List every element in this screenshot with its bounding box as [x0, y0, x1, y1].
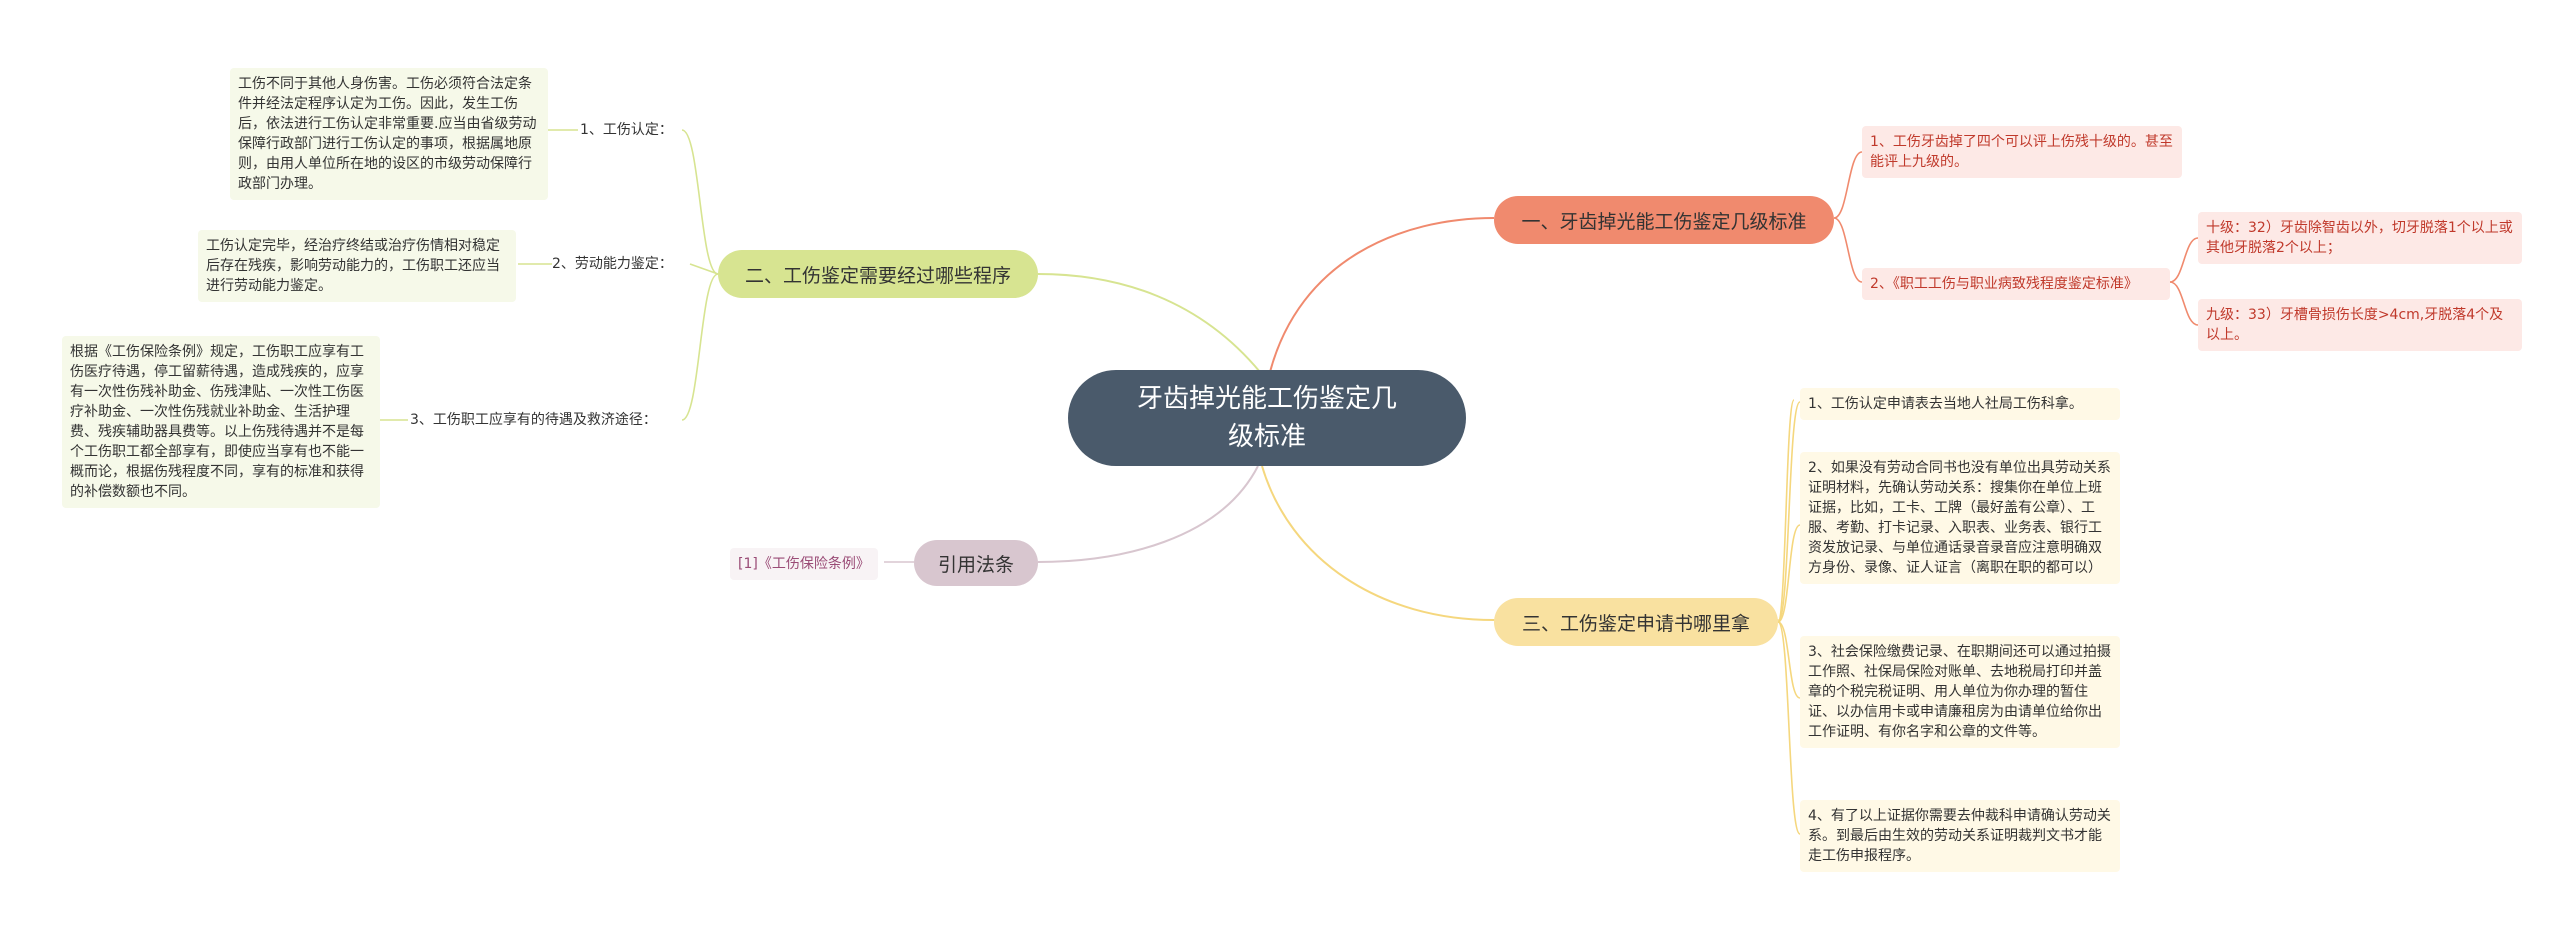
connector-center-branch4	[1037, 465, 1259, 563]
connector-branch2-label3	[681, 273, 719, 421]
connector-branch3-bus	[1777, 399, 1795, 623]
connector-branch1-item1	[1833, 151, 1863, 219]
branch-3-item-4[interactable]: 4、有了以上证据你需要去仲裁科申请确认劳动关系。到最后由生效的劳动关系证明裁判文…	[1800, 800, 2120, 872]
branch-2-text-1-content: 工伤不同于其他人身伤害。工伤必须符合法定条件并经法定程序认定为工伤。因此，发生工…	[238, 76, 537, 192]
branch-3-title: 三、工伤鉴定申请书哪里拿	[1521, 612, 1750, 635]
branch-4-topic[interactable]: 引用法条	[914, 540, 1038, 586]
branch-2-title: 二、工伤鉴定需要经过哪些程序	[744, 264, 1011, 287]
branch-2-label-2-text: 2、劳动能力鉴定：	[552, 256, 673, 272]
branch-3-item-1[interactable]: 1、工伤认定申请表去当地人社局工伤科拿。	[1800, 388, 2120, 420]
branch-4-item-1-text: [1]《工伤保险条例》	[738, 556, 870, 572]
connector-item2-sub2	[2169, 281, 2199, 326]
central-topic-text: 牙齿掉光能工伤鉴定几级标准	[1136, 384, 1397, 452]
branch-3-item-2[interactable]: 2、如果没有劳动合同书也没有单位出具劳动关系证明材料，先确认劳动关系：搜集你在单…	[1800, 452, 2120, 584]
connector-center-branch2	[1037, 273, 1261, 373]
connector-b3-i2	[1777, 524, 1801, 623]
connector-branch2-label2	[689, 263, 719, 275]
branch-1-title: 一、牙齿掉光能工伤鉴定几级标准	[1521, 210, 1807, 233]
branch-3-topic[interactable]: 三、工伤鉴定申请书哪里拿	[1494, 598, 1778, 646]
branch-1-item-1[interactable]: 1、工伤牙齿掉了四个可以评上伤残十级的。甚至能评上九级的。	[1862, 126, 2182, 178]
branch-2-text-2[interactable]: 工伤认定完毕，经治疗终结或治疗伤情相对稳定后存在残疾，影响劳动能力的，工伤职工还…	[198, 230, 516, 302]
branch-3-item-4-text: 4、有了以上证据你需要去仲裁科申请确认劳动关系。到最后由生效的劳动关系证明裁判文…	[1808, 808, 2111, 864]
branch-1-sub-1-text: 十级：32）牙齿除智齿以外，切牙脱落1个以上或其他牙脱落2个以上；	[2206, 220, 2513, 256]
branch-2-label-3-text: 3、工伤职工应享有的待遇及救济途径：	[410, 412, 657, 428]
branch-3-item-3[interactable]: 3、社会保险缴费记录、在职期间还可以通过拍摄工作照、社保局保险对账单、去地税局打…	[1800, 636, 2120, 748]
branch-2-label-2[interactable]: 2、劳动能力鉴定：	[552, 254, 673, 274]
branch-3-item-1-text: 1、工伤认定申请表去当地人社局工伤科拿。	[1808, 396, 2083, 412]
branch-2-topic[interactable]: 二、工伤鉴定需要经过哪些程序	[718, 250, 1038, 298]
connector-center-branch1	[1269, 217, 1495, 373]
branch-2-text-1[interactable]: 工伤不同于其他人身伤害。工伤必须符合法定条件并经法定程序认定为工伤。因此，发生工…	[230, 68, 548, 200]
connector-branch2-label1	[681, 129, 719, 275]
connector-b3-i4	[1777, 621, 1801, 835]
connector-branch1-item2	[1833, 217, 1863, 283]
branch-3-item-2-text: 2、如果没有劳动合同书也没有单位出具劳动关系证明材料，先确认劳动关系：搜集你在单…	[1808, 460, 2111, 576]
branch-1-topic[interactable]: 一、牙齿掉光能工伤鉴定几级标准	[1494, 196, 1834, 244]
branch-1-sub-2-text: 九级：33）牙槽骨损伤长度>4cm,牙脱落4个及以上。	[2206, 307, 2504, 343]
branch-3-item-3-text: 3、社会保险缴费记录、在职期间还可以通过拍摄工作照、社保局保险对账单、去地税局打…	[1808, 644, 2111, 740]
connector-b3-i1	[1777, 401, 1801, 623]
branch-2-label-1[interactable]: 1、工伤认定：	[580, 120, 673, 140]
branch-2-label-1-text: 1、工伤认定：	[580, 122, 673, 138]
connector-item2-sub1	[2169, 237, 2199, 283]
branch-1-item-2[interactable]: 2、《职工工伤与职业病致残程度鉴定标准》	[1862, 268, 2170, 300]
branch-2-text-3[interactable]: 根据《工伤保险条例》规定，工伤职工应享有工伤医疗待遇，停工留薪待遇，造成残疾的，…	[62, 336, 380, 508]
branch-4-title: 引用法条	[937, 553, 1014, 576]
branch-2-text-3-content: 根据《工伤保险条例》规定，工伤职工应享有工伤医疗待遇，停工留薪待遇，造成残疾的，…	[70, 344, 364, 500]
branch-1-sub-2[interactable]: 九级：33）牙槽骨损伤长度>4cm,牙脱落4个及以上。	[2198, 299, 2522, 351]
central-topic[interactable]: 牙齿掉光能工伤鉴定几级标准	[1068, 370, 1466, 466]
branch-1-item-1-text: 1、工伤牙齿掉了四个可以评上伤残十级的。甚至能评上九级的。	[1870, 134, 2173, 170]
branch-2-text-2-content: 工伤认定完毕，经治疗终结或治疗伤情相对稳定后存在残疾，影响劳动能力的，工伤职工还…	[206, 238, 500, 294]
connector-b3-i3	[1777, 621, 1801, 699]
branch-1-sub-1[interactable]: 十级：32）牙齿除智齿以外，切牙脱落1个以上或其他牙脱落2个以上；	[2198, 212, 2522, 264]
connector-center-branch3	[1261, 465, 1495, 621]
branch-1-item-2-text: 2、《职工工伤与职业病致残程度鉴定标准》	[1870, 276, 2138, 292]
branch-4-item-1[interactable]: [1]《工伤保险条例》	[730, 548, 878, 580]
branch-2-label-3[interactable]: 3、工伤职工应享有的待遇及救济途径：	[410, 410, 657, 430]
